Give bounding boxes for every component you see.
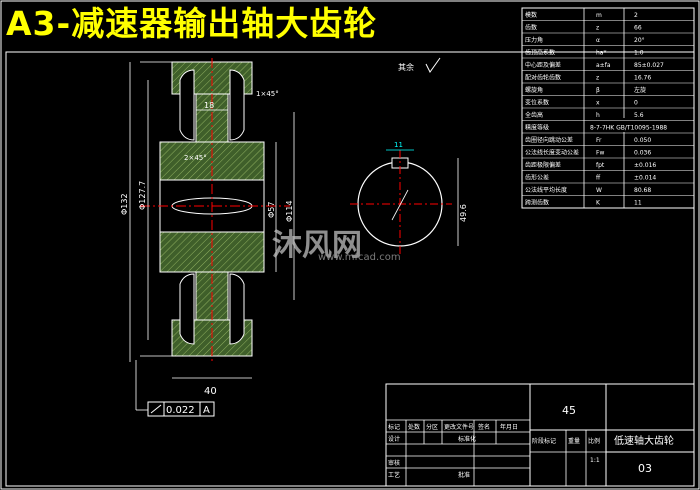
param-value: ±0.014: [634, 174, 656, 181]
gear-section-view: [140, 58, 290, 362]
param-value: 0: [634, 99, 638, 106]
param-symbol: W: [596, 187, 602, 194]
param-symbol: h: [596, 112, 600, 119]
tb-part-name: 低速轴大齿轮: [614, 434, 674, 447]
dim-tip-diameter: Φ132: [120, 193, 129, 215]
param-symbol: ha*: [596, 49, 606, 56]
dim-keyway-width: 11: [394, 141, 403, 149]
tb-label-change-doc: 更改文件号: [444, 423, 474, 431]
param-value: 80.68: [634, 187, 651, 194]
param-name: 螺旋角: [525, 86, 543, 94]
param-value: 66: [634, 24, 642, 31]
param-symbol: z: [596, 24, 599, 31]
tb-label-count: 处数: [408, 423, 420, 431]
param-name: 全齿高: [525, 111, 543, 119]
tb-scale-value: 1:1: [590, 457, 600, 464]
param-name: 配对齿轮齿数: [525, 73, 561, 81]
param-name: 压力角: [525, 36, 543, 44]
svg-text:A: A: [203, 405, 210, 416]
tb-label-design: 设计: [388, 435, 400, 443]
tb-label-weight: 重量: [568, 437, 580, 445]
param-value: 0.050: [634, 137, 651, 144]
dim-hub-diameter: Φ114: [285, 200, 294, 222]
dim-chamfer-note: 2×45°: [184, 154, 207, 162]
param-value: 8-7-7HK GB/T10095-1988: [590, 124, 667, 131]
param-symbol: β: [596, 87, 600, 94]
watermark-url: www.mfcad.com: [318, 252, 401, 263]
dimensions-left: [129, 61, 295, 379]
dim-hub-width: 18: [204, 101, 214, 110]
dim-bore-diameter: Φ57: [267, 202, 276, 218]
tb-label-date: 年月日: [500, 423, 518, 431]
tb-label-scale: 比例: [588, 437, 600, 445]
param-name: 齿距极限偏差: [525, 161, 561, 169]
param-symbol: z: [596, 74, 599, 81]
tb-material: 45: [562, 404, 576, 417]
param-value: 2: [634, 12, 638, 19]
param-name: 公法线平均长度: [525, 186, 567, 194]
bore-end-view: [350, 149, 459, 256]
tb-label-review: 审核: [388, 459, 400, 467]
dim-root-diameter: Φ127.7: [138, 181, 147, 210]
param-symbol: K: [596, 199, 601, 206]
param-symbol: a±fa: [596, 62, 611, 69]
tb-label-process: 工艺: [388, 471, 400, 479]
dim-face-width: 40: [204, 386, 217, 397]
param-name: 变位系数: [525, 98, 549, 106]
param-value: 11: [634, 199, 642, 206]
param-name: 齿顶高系数: [525, 48, 555, 56]
dim-keyway-depth: 49.6: [459, 204, 468, 222]
runout-tolerance-frame: 0.022 A: [135, 360, 215, 417]
param-value: 5.6: [634, 112, 644, 119]
tb-drawing-no: 03: [638, 462, 652, 475]
title-block: [385, 383, 695, 487]
param-symbol: x: [596, 99, 600, 106]
parameter-table: 模数 m 2 齿数 z 66 压力角 α 20° 齿顶高系数 ha* 1.0 中心距及偏差 a±fa 85±…: [521, 7, 695, 209]
param-name: 公法线长度变动公差: [525, 148, 579, 156]
inner-frame: [5, 51, 695, 487]
tb-label-standardize: 标准化: [458, 435, 476, 443]
tb-label-mark: 标记: [388, 423, 400, 431]
param-name: 精度等级: [525, 123, 549, 131]
param-name: 中心距及偏差: [525, 61, 561, 69]
param-symbol: fpt: [596, 162, 605, 169]
param-name: 齿数: [525, 23, 537, 31]
param-name: 齿圈径向跳动公差: [525, 136, 573, 144]
param-value: 16.76: [634, 74, 651, 81]
param-value: 85±0.027: [634, 62, 664, 69]
param-value: 0.036: [634, 149, 651, 156]
dim-fillet-note: 1×45°: [256, 90, 279, 98]
tb-label-stage: 阶段标记: [532, 437, 556, 445]
param-value: 20°: [634, 37, 645, 44]
param-symbol: ff: [596, 174, 601, 181]
param-name: 跨测齿数: [525, 198, 549, 206]
param-symbol: α: [596, 37, 600, 44]
param-symbol: m: [596, 12, 602, 19]
drawing-title: A3-减速器输出轴大齿轮: [6, 4, 378, 43]
svg-text:0.022: 0.022: [166, 405, 195, 416]
param-name: 模数: [525, 11, 537, 19]
watermark-brand: 沐风网: [272, 228, 362, 263]
tb-label-zone: 分区: [426, 423, 438, 431]
param-symbol: Fw: [596, 149, 604, 156]
roughness-note: 其余: [398, 62, 414, 72]
param-value: 1.0: [634, 49, 644, 56]
param-name: 齿形公差: [525, 173, 549, 181]
param-value: ±0.016: [634, 162, 656, 169]
param-symbol: Fr: [596, 137, 602, 144]
tb-label-approve: 批准: [458, 471, 470, 479]
tb-label-signature: 签名: [478, 423, 490, 431]
param-value: 左旋: [634, 86, 646, 94]
